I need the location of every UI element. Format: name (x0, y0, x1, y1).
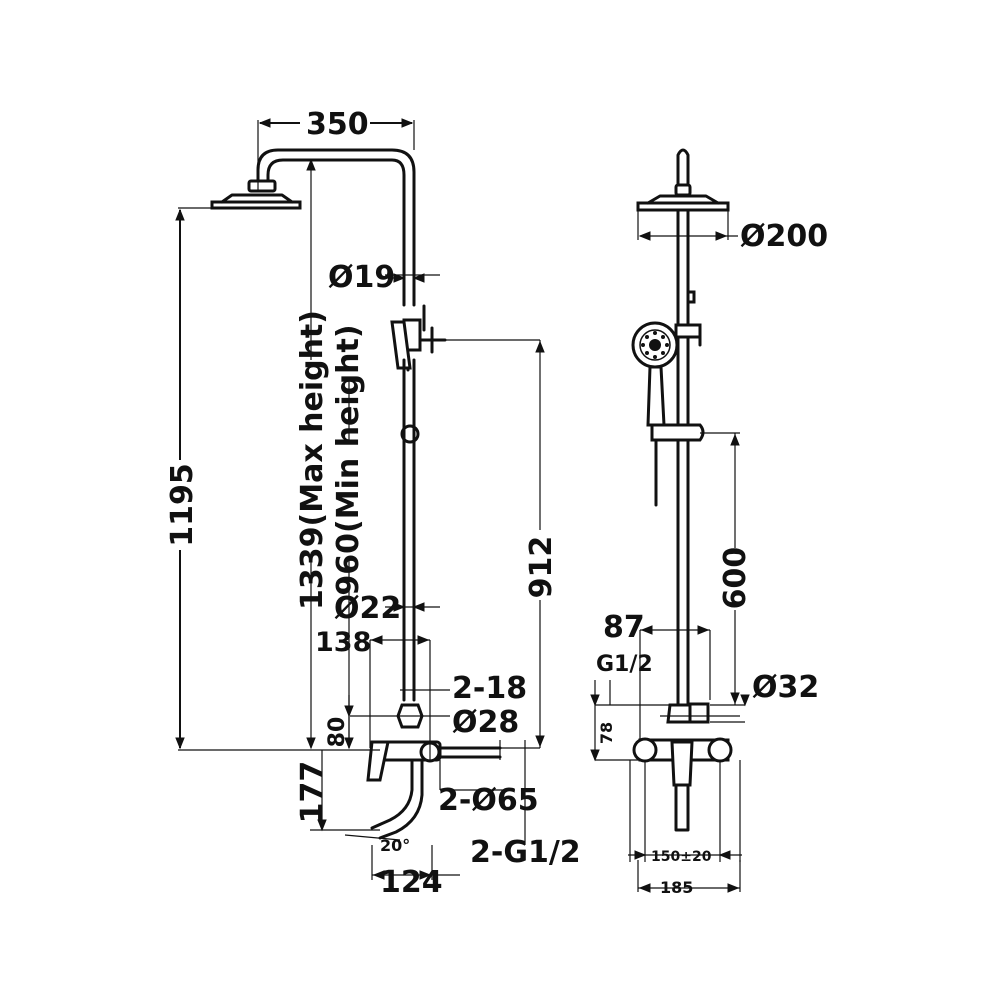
dim-max-height: 1339(Max height) (295, 310, 330, 610)
handshower-grip (646, 365, 666, 427)
dim-2-18: 2-18 (452, 671, 527, 706)
dim-2-g1-2: 2-G1/2 (470, 835, 581, 870)
dim-thread: G1/2 (596, 652, 653, 677)
shower-head-front (636, 201, 730, 212)
handshower-side (390, 320, 412, 370)
left-view (175, 118, 545, 880)
dim-bar-dia: Ø32 (752, 670, 819, 705)
right-view (590, 148, 750, 893)
left-view-labels: 350 Ø19 1195 1339(Max height) 960(Min he… (165, 107, 581, 900)
dim-20-deg: 20° (380, 836, 410, 855)
dim-1195: 1195 (165, 463, 200, 547)
dim-150: 150±20 (651, 849, 712, 865)
dim-78: 78 (597, 722, 616, 744)
dim-mixer-dia: Ø28 (452, 705, 519, 740)
dim-80: 80 (325, 717, 350, 748)
dim-87: 87 (603, 610, 645, 645)
dim-185: 185 (660, 878, 693, 897)
dim-350: 350 (306, 107, 369, 142)
dim-pipe-lower-dia: Ø22 (334, 591, 401, 626)
dim-head-dia: Ø200 (740, 219, 828, 254)
dim-2-d65: 2-Ø65 (438, 783, 539, 818)
dim-min-height: 960(Min height) (331, 324, 366, 595)
dim-124: 124 (380, 865, 443, 900)
dim-138: 138 (315, 627, 371, 658)
mixer-lever (366, 740, 390, 782)
dim-pipe-upper-dia: Ø19 (328, 260, 395, 295)
dim-177: 177 (295, 761, 330, 824)
shower-head-side (210, 200, 302, 210)
mixer-lever-front (670, 740, 694, 787)
dim-600: 600 (718, 547, 753, 610)
slider (650, 423, 705, 442)
head-connector (247, 179, 277, 193)
dim-912: 912 (524, 536, 559, 599)
right-view-labels: Ø200 600 87 G1/2 Ø32 78 150±20 185 (596, 219, 828, 897)
